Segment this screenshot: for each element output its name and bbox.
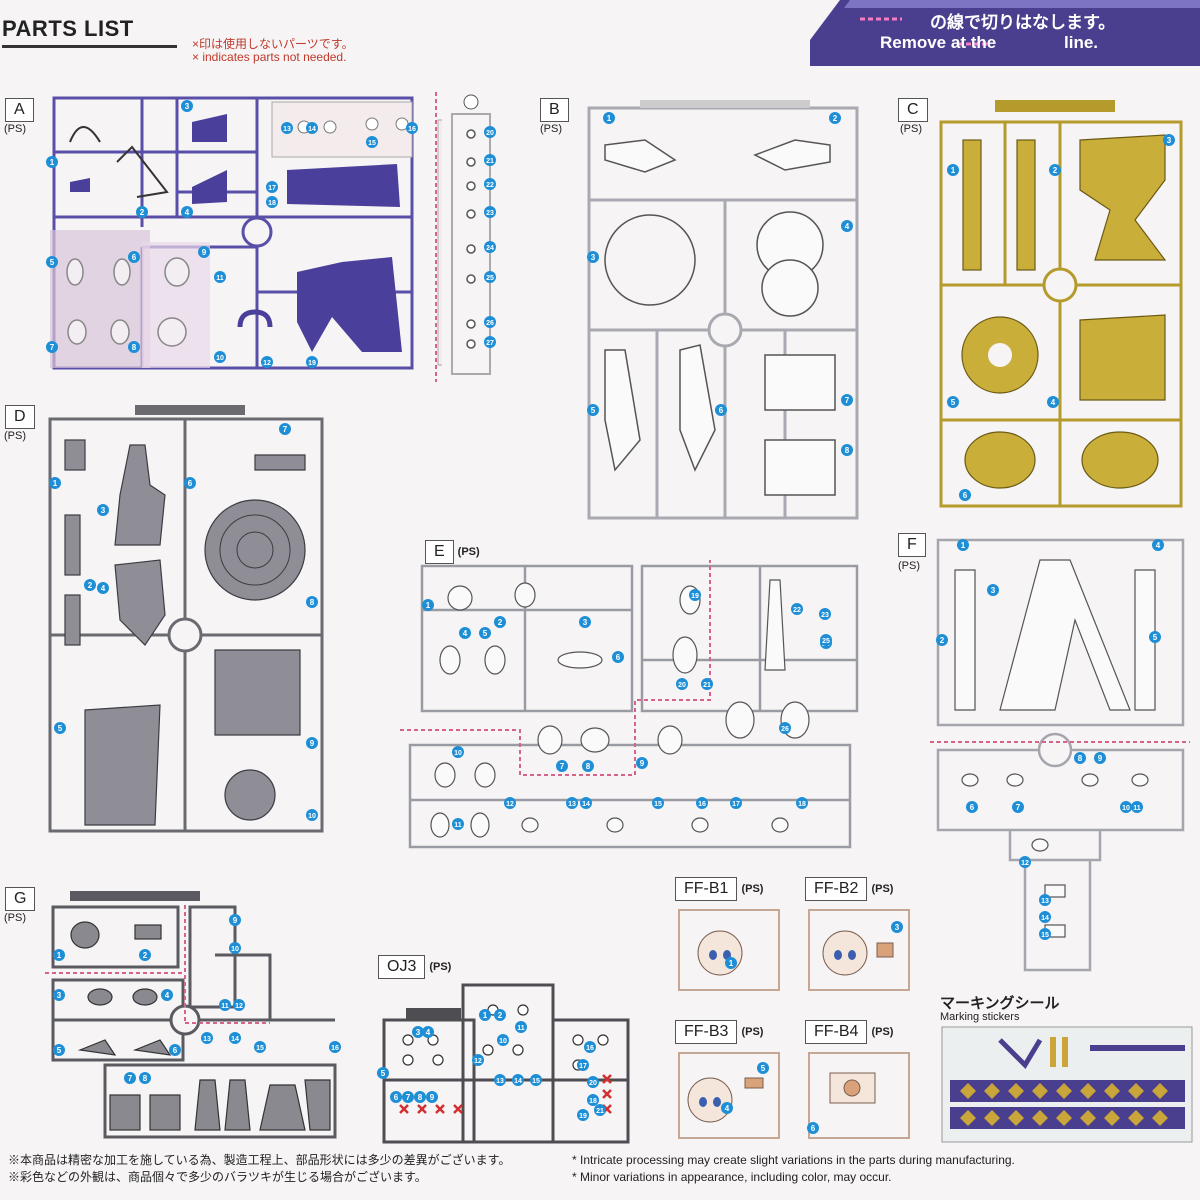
runner-a-diagram xyxy=(50,92,442,382)
runner-ffb3-letter: FF-B3 xyxy=(675,1020,738,1044)
runner-ffb4-material: (PS) xyxy=(871,1026,894,1038)
runner-ffb4-label: FF-B4 (PS) xyxy=(805,1020,893,1044)
runner-a-material: (PS) xyxy=(4,123,26,135)
runner-g-label: G xyxy=(5,887,36,911)
runner-g-letter: G xyxy=(5,887,36,911)
note-en: × indicates parts not needed. xyxy=(192,50,347,64)
footer-en-1: * Intricate processing may create slight… xyxy=(572,1153,1015,1167)
runner-ffb2-diagram xyxy=(808,909,910,991)
cut-line-banner xyxy=(810,0,1200,66)
runner-ffb1-diagram xyxy=(678,909,780,991)
banner-jp: の線で切りはなします。 xyxy=(930,13,1116,32)
runner-oj3-letter: OJ3 xyxy=(378,955,426,979)
runner-f-letter: F xyxy=(898,533,926,557)
runner-b-label: B xyxy=(540,98,569,122)
runner-e-material: (PS) xyxy=(457,546,480,558)
note-jp: ×印は使用しないパーツです。 xyxy=(192,37,354,51)
stickers-title-jp: マーキングシール xyxy=(940,995,1060,1012)
runner-c-material: (PS) xyxy=(900,123,922,135)
stickers-title-en: Marking stickers xyxy=(940,1011,1020,1023)
runner-d-letter: D xyxy=(5,405,35,429)
runner-f-label: F xyxy=(898,533,926,557)
runner-ffb1-label: FF-B1 (PS) xyxy=(675,877,763,901)
banner-en-after: line. xyxy=(1064,33,1099,52)
runner-b-diagram xyxy=(587,100,859,520)
footer-jp-1: ※本商品は精密な加工を施している為、製造工程上、部品形状には多少の差異がございま… xyxy=(8,1153,511,1167)
runner-ffb3-label: FF-B3 (PS) xyxy=(675,1020,763,1044)
runner-e-label: E (PS) xyxy=(425,540,480,564)
runner-ffb2-material: (PS) xyxy=(871,883,894,895)
footer-jp-2: ※彩色などの外観は、商品個々で多少のバラツキが生じる場合がございます。 xyxy=(8,1170,427,1184)
runner-f-diagram xyxy=(930,538,1190,972)
page-title: PARTS LIST xyxy=(2,16,134,41)
runner-a-letter: A xyxy=(5,98,34,122)
runner-ffb4-diagram xyxy=(808,1052,910,1139)
runner-ffb2-letter: FF-B2 xyxy=(805,877,868,901)
runner-d-label: D xyxy=(5,405,35,429)
runner-c-diagram xyxy=(939,100,1183,508)
runner-c-letter: C xyxy=(898,98,928,122)
runner-g-diagram xyxy=(45,891,337,1139)
runner-ffb1-letter: FF-B1 xyxy=(675,877,738,901)
runner-g-material: (PS) xyxy=(4,912,26,924)
runner-b-letter: B xyxy=(540,98,569,122)
runner-ffb3-material: (PS) xyxy=(741,1026,764,1038)
runner-ffb2-label: FF-B2 (PS) xyxy=(805,877,893,901)
runner-e-letter: E xyxy=(425,540,454,564)
runner-ffb3-diagram xyxy=(678,1052,780,1139)
title-underline xyxy=(2,45,177,48)
runner-a-tall-strip xyxy=(451,94,491,375)
marking-stickers-sheet xyxy=(941,1026,1193,1143)
runner-ffb4-letter: FF-B4 xyxy=(805,1020,868,1044)
runner-d-diagram xyxy=(48,405,324,833)
runner-b-material: (PS) xyxy=(540,123,562,135)
runner-ffb1-material: (PS) xyxy=(741,883,764,895)
runner-oj3-material: (PS) xyxy=(429,961,452,973)
footer-en-2: * Minor variations in appearance, includ… xyxy=(572,1170,892,1184)
runner-f-material: (PS) xyxy=(898,560,920,572)
runner-oj3-label: OJ3 (PS) xyxy=(378,955,451,979)
runner-a-label: A xyxy=(5,98,34,122)
runner-c-label: C xyxy=(898,98,928,122)
runner-e-diagram xyxy=(400,560,859,849)
runner-d-material: (PS) xyxy=(4,430,26,442)
runner-oj3-diagram xyxy=(382,983,630,1144)
banner-en-before: Remove at the xyxy=(880,33,997,52)
not-needed-note: ×印は使用しないパーツです。 × indicates parts not nee… xyxy=(192,38,354,64)
